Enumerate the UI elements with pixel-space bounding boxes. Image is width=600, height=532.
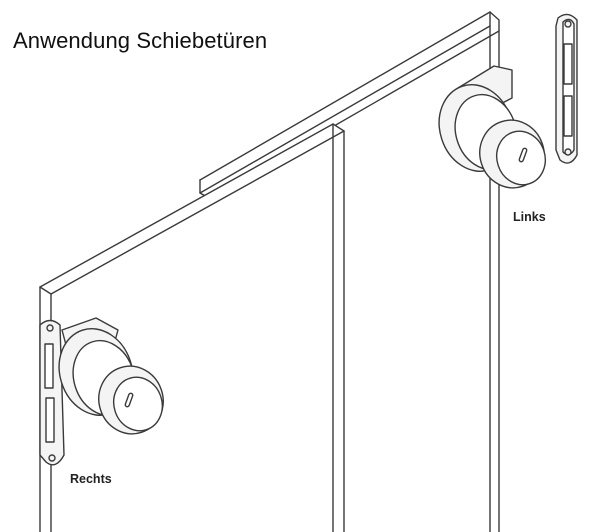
rear-door-panel	[199, 11, 500, 532]
lock-cylinder-links	[438, 65, 547, 189]
lock-cylinder-rechts	[58, 317, 164, 435]
strike-plate-links	[555, 13, 578, 164]
diagram-title: Anwendung Schiebetüren	[13, 28, 268, 53]
strike-plate-rechts	[39, 319, 65, 466]
label-rechts: Rechts	[70, 472, 112, 486]
label-links: Links	[513, 210, 546, 224]
